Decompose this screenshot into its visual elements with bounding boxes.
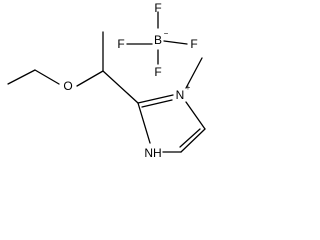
ring-nitrogen-methyl-label: N [176, 88, 185, 102]
bond-c4-c5-inner [179, 128, 201, 148]
bond-n3-methyl [185, 57, 203, 89]
fluorine-label-left: F [117, 37, 124, 51]
bond-n1-c2 [137, 102, 151, 144]
bond-c4-c5 [180, 128, 206, 153]
fluorine-label-right: F [190, 37, 197, 51]
ring-nitrogen-charge: + [186, 83, 191, 92]
anion-bonds [126, 11, 188, 65]
bond-methine-oxygen [76, 70, 104, 87]
boron-charge: − [164, 29, 169, 38]
ether-oxygen-label: O [63, 79, 72, 93]
fluorine-label-top: F [154, 1, 161, 15]
chemical-structure-diagram: O N + NH B − F F F F [7, 1, 206, 160]
cation-bonds [7, 31, 206, 153]
bond-ethyl-ch2-ch3 [7, 69, 36, 85]
boron-label: B [154, 33, 162, 47]
fluorine-label-bottom: F [154, 65, 161, 79]
ring-nh-label: NH [144, 146, 161, 160]
bond-c2-n3-inner [141, 99, 173, 108]
bond-methine-c2 [102, 70, 139, 104]
bond-n3-c4 [185, 101, 206, 130]
bond-b-f-right [163, 40, 188, 45]
bond-oxygen-ethyl-ch2 [34, 69, 60, 85]
bond-c2-n3 [137, 94, 174, 104]
